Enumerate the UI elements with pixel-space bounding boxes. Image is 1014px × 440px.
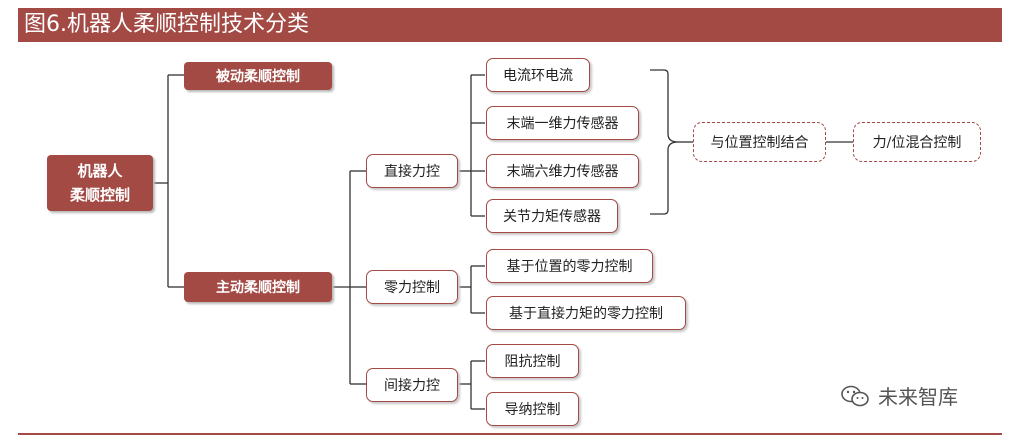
sensor-node-1axis: 末端一维力传感器 — [486, 106, 639, 140]
sensor-node-current-loop: 电流环电流 — [486, 58, 590, 92]
indirect-force-control-node: 间接力控 — [366, 368, 458, 402]
sensor-node-6axis: 末端六维力传感器 — [486, 154, 639, 188]
bottom-rule — [18, 433, 1002, 435]
watermark: 未来智库 — [840, 381, 958, 410]
passive-compliance-node: 被动柔顺控制 — [184, 62, 332, 90]
direct-force-control-node: 直接力控 — [366, 154, 458, 188]
root-node: 机器人 柔顺控制 — [47, 155, 153, 211]
force-position-hybrid-node: 力/位混合控制 — [853, 122, 981, 162]
figure-title: 图6.机器人柔顺控制技术分类 — [24, 12, 309, 37]
root-line1: 机器人 — [77, 162, 123, 180]
title-bar: 图6.机器人柔顺控制技术分类 — [18, 8, 1002, 42]
zero-item-position: 基于位置的零力控制 — [486, 249, 653, 283]
root-line2: 柔顺控制 — [69, 186, 130, 204]
admittance-control-node: 导纳控制 — [486, 392, 579, 426]
position-combine-node: 与位置控制结合 — [693, 122, 826, 162]
wechat-icon — [841, 385, 869, 406]
active-compliance-node: 主动柔顺控制 — [184, 272, 332, 302]
impedance-control-node: 阻抗控制 — [486, 344, 579, 378]
sensor-node-joint-torque: 关节力矩传感器 — [486, 199, 618, 233]
zero-item-torque: 基于直接力矩的零力控制 — [486, 296, 686, 330]
watermark-text: 未来智库 — [878, 385, 958, 409]
zero-force-control-node: 零力控制 — [366, 270, 458, 304]
